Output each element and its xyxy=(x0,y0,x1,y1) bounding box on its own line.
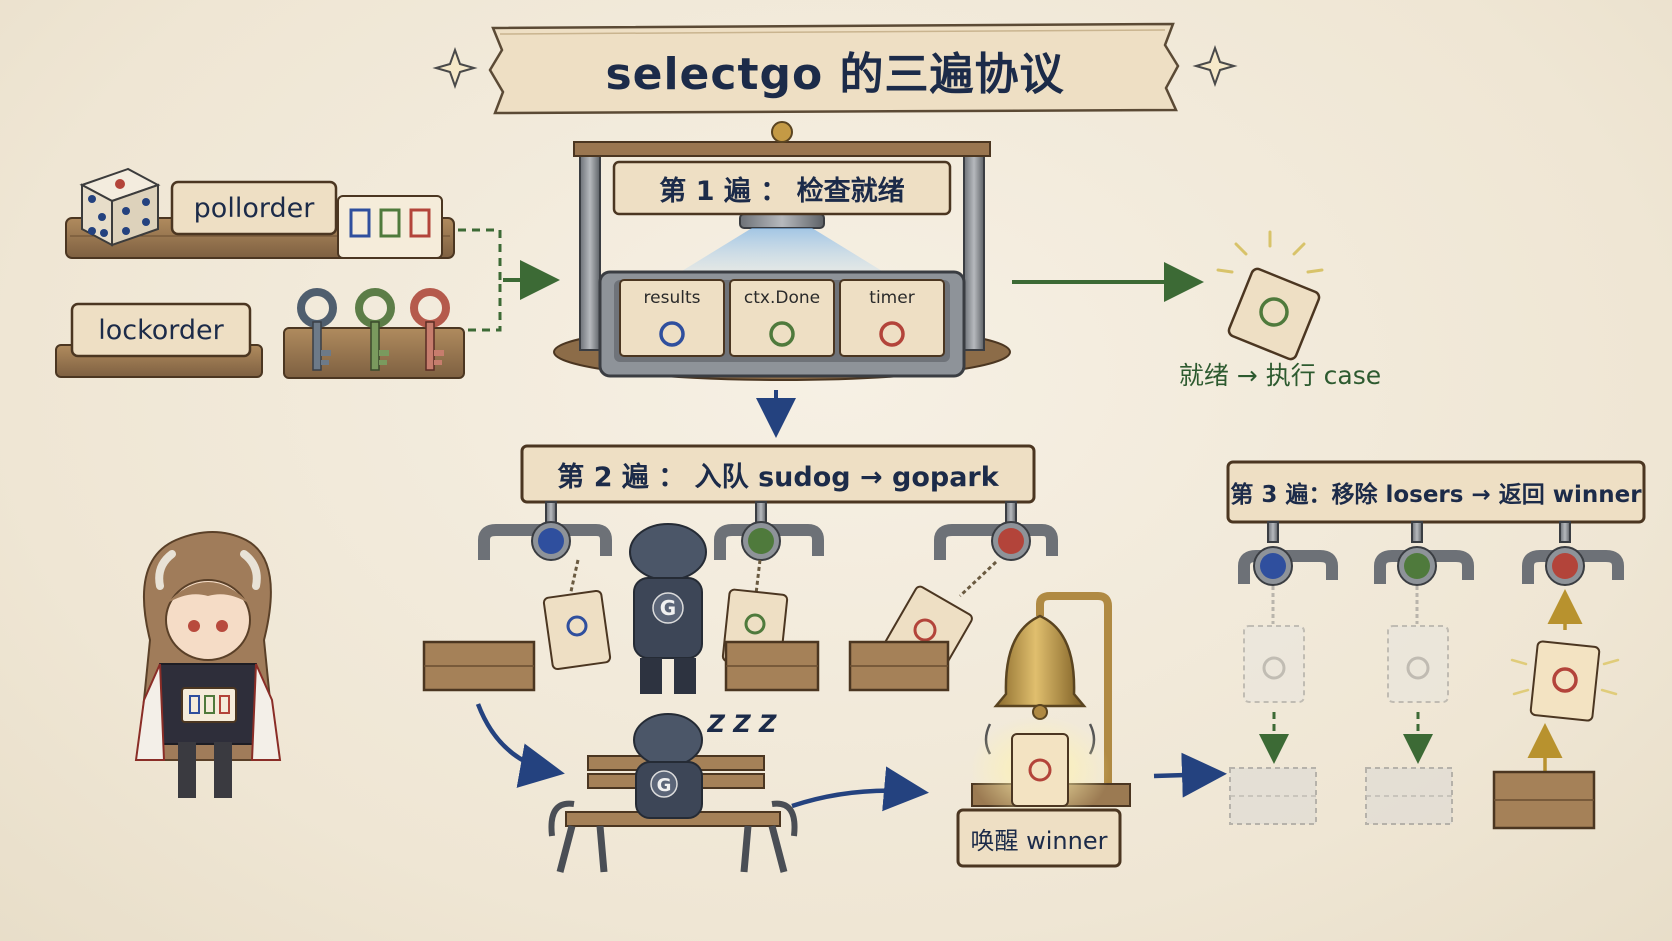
dice-icon xyxy=(79,167,161,247)
pollorder-plaque xyxy=(170,180,338,236)
slot-results-label: results xyxy=(643,288,701,308)
lockorder-connector xyxy=(468,280,502,332)
sparkle-icon xyxy=(1192,45,1238,87)
winner-crate xyxy=(1492,770,1596,830)
key-icon xyxy=(355,288,395,371)
slot-timer-label: timer xyxy=(869,288,915,308)
key-icon xyxy=(410,288,450,371)
loser-card-blue xyxy=(1243,586,1305,703)
wake-plaque xyxy=(956,808,1122,868)
valve-red xyxy=(991,521,1031,561)
pass1-plaque xyxy=(612,160,952,216)
mascot-character xyxy=(134,531,282,798)
pass3-plaque xyxy=(1226,460,1646,524)
valve-blue xyxy=(531,521,571,561)
sleep-zzz: Z Z Z xyxy=(707,710,777,738)
ready-outcome-label: 就绪 → 执行 case xyxy=(1178,361,1382,390)
wait-queue-crate xyxy=(848,640,950,692)
pass1-label: 第 1 遍 ： 检查就绪 xyxy=(659,175,905,207)
key-rack xyxy=(283,288,465,379)
pass3-label: 第 3 遍：移除 losers → 返回 winner xyxy=(1230,482,1642,508)
wake-bell xyxy=(970,592,1131,824)
title-banner xyxy=(488,22,1180,115)
slot-results xyxy=(619,279,725,357)
gopher-sleeping xyxy=(633,713,703,819)
lockorder-plaque xyxy=(55,302,263,378)
gopher-letter: G xyxy=(659,596,677,620)
valve-blue xyxy=(1253,546,1293,586)
flow-arrow xyxy=(1153,752,1227,798)
mascot-order-card xyxy=(181,687,237,723)
empty-crate xyxy=(1229,767,1317,825)
slot-ctx-done xyxy=(729,279,835,357)
pollorder-label: pollorder xyxy=(193,192,315,224)
valve-green xyxy=(741,521,781,561)
page-title: selectgo 的三遍协议 xyxy=(605,49,1065,100)
empty-crate xyxy=(1365,767,1453,825)
gopher-character xyxy=(629,523,707,694)
valve-green xyxy=(1397,546,1437,586)
ready-case-card xyxy=(1216,230,1324,361)
order-card xyxy=(337,195,443,259)
wake-label: 唤醒 winner xyxy=(970,826,1108,855)
sudog-card-blue xyxy=(542,559,612,671)
valve-red xyxy=(1545,546,1585,586)
pass2-plaque xyxy=(520,444,1036,504)
slot-timer xyxy=(839,279,945,357)
sparkle-icon xyxy=(432,47,478,89)
wait-queue-crate xyxy=(422,640,536,692)
gopher-sleeping-letter: G xyxy=(656,774,672,796)
wait-queue-crate xyxy=(724,640,820,692)
lockorder-label: lockorder xyxy=(98,314,224,346)
flow-arrow xyxy=(475,703,565,788)
winner-card xyxy=(1011,733,1069,807)
key-icon xyxy=(297,288,337,371)
winner-card-red xyxy=(1510,589,1620,722)
slot-ctx-done-label: ctx.Done xyxy=(743,288,821,308)
flow-arrow xyxy=(791,766,929,812)
pollorder-connector xyxy=(458,228,502,280)
pass2-label: 第 2 遍 ： 入队 sudog → gopark xyxy=(557,461,999,493)
loser-card-green xyxy=(1387,586,1449,703)
